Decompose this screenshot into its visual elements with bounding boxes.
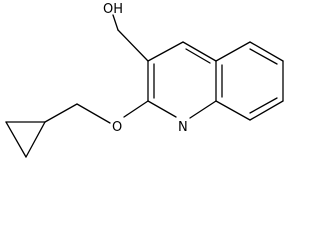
cyclopropyl-bond-c (25, 121, 46, 158)
bond-c2-o (123, 100, 149, 118)
bond-c4-c4a (182, 41, 217, 62)
bond-c2-n (147, 100, 177, 118)
bond-c3-c4 (147, 41, 184, 62)
bond-oh-ch2 (112, 14, 119, 31)
bond-o-ch2 (76, 103, 111, 124)
bond-c4-c4a-inner (185, 48, 211, 64)
cyclopropyl-bond-b (5, 121, 27, 158)
bond-c7-c8 (249, 100, 284, 121)
bond-c4a-c5 (215, 41, 251, 62)
ring-nitrogen-label: N (178, 120, 188, 135)
hydroxyl-label: OH (103, 2, 123, 17)
ether-oxygen-label: O (112, 120, 122, 135)
bond-c8-c8a (215, 100, 251, 121)
bond-ch2-c3 (117, 29, 149, 62)
bond-ch2-cyclopropyl (44, 103, 78, 123)
structure-diagram: OH O N (5, 2, 284, 158)
bond-n-c8a (189, 100, 217, 119)
bond-c7-c8-inner (249, 97, 278, 114)
quinoline-methanol-structure: OH O N (5, 2, 284, 158)
bond-c5-c6 (249, 41, 284, 62)
bond-c5-c6-inner (249, 48, 278, 65)
